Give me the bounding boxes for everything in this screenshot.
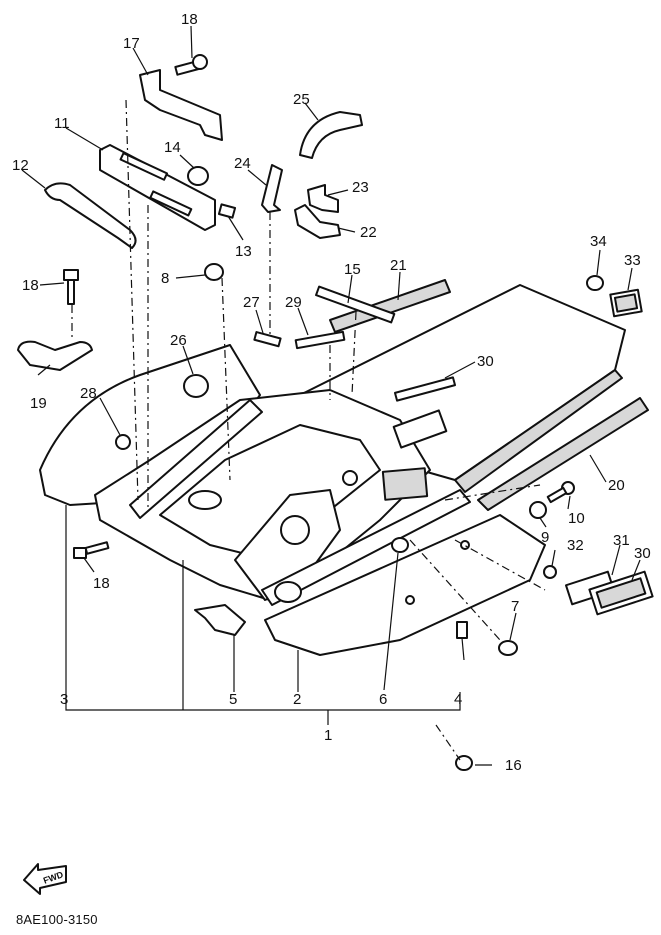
washer-9 [529, 501, 547, 519]
callout-27: 27 [243, 294, 260, 311]
grommet-14 [187, 166, 209, 186]
bolt-18-top [174, 54, 208, 76]
grille-pad [381, 467, 429, 501]
callout-34: 34 [590, 233, 607, 250]
nut-34 [586, 275, 604, 291]
cap-7 [498, 640, 518, 656]
bolt-18-lower [73, 541, 110, 559]
nut-32 [543, 565, 557, 579]
component-parts [17, 54, 654, 771]
callout-32: 32 [567, 537, 584, 554]
callout-29: 29 [285, 294, 302, 311]
callout-labels: 18 17 25 11 14 24 23 12 13 22 34 33 8 15… [12, 11, 651, 774]
bracket-17 [139, 69, 223, 141]
grommet-6 [391, 537, 409, 553]
diagram-code: 8AE100-3150 [16, 912, 98, 927]
bracket-5 [194, 604, 246, 636]
trim-strip-21 [329, 279, 451, 333]
reflector-30 [588, 570, 654, 616]
bracket-22 [294, 204, 341, 239]
callout-16: 16 [505, 757, 522, 774]
bolt-10 [546, 481, 575, 504]
pin-4 [456, 621, 468, 661]
callout-17: 17 [123, 35, 140, 52]
handle-19 [17, 340, 93, 371]
bracket-23 [307, 184, 339, 213]
callout-25: 25 [293, 91, 310, 108]
callout-1: 1 [324, 727, 332, 744]
pin-27 [253, 331, 282, 348]
callout-13: 13 [235, 243, 252, 260]
callout-15: 15 [344, 261, 361, 278]
bolt-18-left [63, 269, 79, 305]
callout-22: 22 [360, 224, 377, 241]
callout-9: 9 [541, 529, 549, 546]
callout-6: 6 [379, 691, 387, 708]
callout-30-right: 30 [634, 545, 651, 562]
rod-15 [315, 285, 396, 324]
callout-18-left: 18 [22, 277, 39, 294]
callout-7: 7 [511, 598, 519, 615]
callout-33: 33 [624, 252, 641, 269]
rod-29 [294, 330, 346, 350]
callout-14: 14 [164, 139, 181, 156]
reflector-33 [609, 288, 643, 318]
grommet-8 [204, 263, 224, 281]
grommet-28 [115, 434, 131, 450]
grommet-26 [183, 374, 209, 398]
callout-11: 11 [54, 115, 70, 132]
callout-2: 2 [293, 691, 301, 708]
callout-31: 31 [613, 532, 630, 549]
callout-30-top: 30 [477, 353, 494, 370]
callout-24: 24 [234, 155, 251, 172]
label-13 [217, 203, 237, 219]
handle-12 [44, 182, 137, 249]
callout-10: 10 [568, 510, 585, 527]
side-skirt-20 [477, 397, 649, 511]
callout-20: 20 [608, 477, 625, 494]
callout-18-top: 18 [181, 11, 198, 28]
callout-8: 8 [161, 270, 169, 287]
handle-25 [299, 111, 363, 159]
plate-11 [99, 144, 216, 231]
steering-bar [129, 399, 263, 519]
leader-lines [21, 25, 641, 766]
callout-5: 5 [229, 691, 237, 708]
center-lines [71, 99, 546, 761]
callout-4: 4 [454, 691, 462, 708]
callout-26: 26 [170, 332, 187, 349]
callout-3: 3 [60, 691, 68, 708]
side-panel-2 [264, 514, 546, 656]
bar-24 [261, 164, 283, 213]
callout-18-lower: 18 [93, 575, 110, 592]
fwd-arrow-icon: FWD [23, 863, 67, 895]
callout-23: 23 [352, 179, 369, 196]
callout-19: 19 [30, 395, 47, 412]
callout-28: 28 [80, 385, 97, 402]
callout-21: 21 [390, 257, 407, 274]
rod-30 [393, 376, 457, 402]
callout-12: 12 [12, 157, 29, 174]
